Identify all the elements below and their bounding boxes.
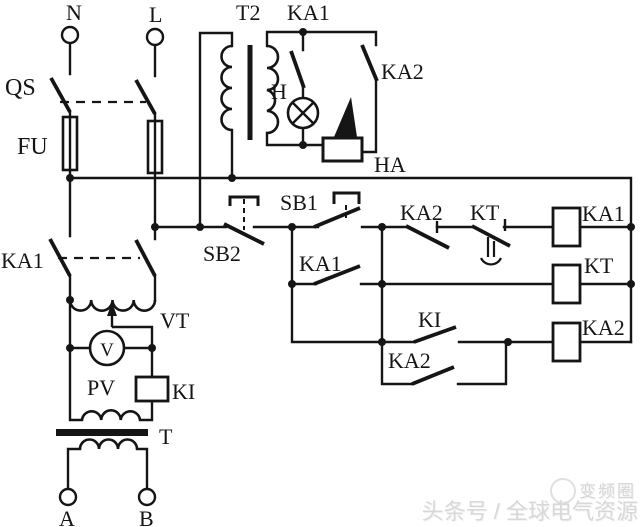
coil-ka1 — [551, 206, 582, 248]
contact-ka2-parallel — [411, 365, 455, 386]
sb1-blade — [313, 206, 361, 229]
t-core — [56, 429, 148, 436]
label-ka1-top: KA1 — [287, 0, 330, 25]
autotransformer-vt — [68, 299, 157, 327]
fuse-fu-left — [61, 115, 79, 172]
wire-alarm — [198, 30, 378, 229]
terminal-a — [58, 487, 78, 507]
label-ka1-coil: KA1 — [582, 201, 625, 226]
t-primary-coil — [80, 409, 142, 421]
lamp-h — [286, 96, 320, 130]
sb1-cap — [332, 191, 361, 204]
pv-letter: V — [100, 340, 114, 361]
kt-blade — [471, 224, 511, 248]
contact-ka1-hold — [313, 264, 361, 286]
qs-blade-left — [49, 77, 72, 113]
label-qs: QS — [5, 75, 36, 101]
label-sb2: SB2 — [203, 241, 241, 266]
terminal-n — [60, 25, 80, 45]
wire-power — [68, 41, 633, 344]
watermark-brand: 变频圈 — [579, 482, 636, 501]
label-ki-contact: KI — [418, 307, 441, 332]
t2-primary-coil — [220, 44, 233, 132]
contact-ka2-nc — [405, 221, 450, 250]
label-ka1-main: KA1 — [1, 248, 44, 273]
terminal-b — [137, 487, 157, 507]
label-kt-coil: KT — [584, 253, 614, 278]
label-ka2-parallel: KA2 — [388, 348, 431, 373]
label-a: A — [59, 506, 75, 527]
label-t2: T2 — [236, 0, 260, 25]
terminal-l — [145, 27, 165, 47]
label-b: B — [139, 506, 154, 527]
voltmeter-pv: V — [88, 329, 126, 367]
label-h: H — [271, 79, 287, 104]
label-pv: PV — [87, 375, 115, 400]
watermark-credit: 头条号 / 全球电气资源 — [421, 499, 638, 524]
t2-secondary-coil — [266, 44, 280, 135]
label-sb1: SB1 — [280, 190, 318, 215]
label-ki-coil: KI — [172, 379, 195, 404]
lamp-cross — [291, 101, 315, 125]
label-ka2-nc: KA2 — [400, 200, 443, 225]
coil-kt — [551, 263, 582, 305]
label-fu: FU — [17, 134, 48, 160]
watermark-logo — [550, 478, 576, 504]
ka2-nc-blade — [405, 224, 450, 250]
label-ha: HA — [374, 152, 406, 177]
junction-dots — [66, 28, 635, 352]
t2-core — [247, 45, 253, 140]
label-vt: VT — [160, 308, 190, 333]
label-ka1-hold: KA1 — [299, 251, 342, 276]
label-t: T — [159, 424, 173, 449]
horn-base — [321, 136, 364, 163]
contact-ka1-lamp — [289, 50, 306, 89]
contact-kt-delay — [471, 219, 511, 266]
t-secondary-coil — [78, 438, 139, 450]
transformer-t2 — [220, 44, 280, 140]
horn-ha — [321, 97, 364, 163]
pv-circle — [88, 329, 126, 367]
contact-ka2-horn — [360, 44, 379, 82]
wire-control — [153, 225, 633, 386]
fuse-fu-right — [146, 119, 164, 175]
ka1-main-blade-right — [134, 239, 157, 277]
coil-ki — [134, 375, 170, 403]
switch-qs — [49, 77, 157, 115]
pushbutton-sb1 — [313, 191, 361, 229]
transformer-t — [56, 409, 148, 450]
sb2-cap — [228, 195, 260, 206]
label-l: L — [149, 2, 162, 27]
vt-coil — [68, 299, 157, 312]
label-n: N — [66, 0, 82, 25]
sb2-blade — [223, 222, 265, 246]
qs-blade-right — [134, 79, 157, 115]
contact-ki — [413, 325, 457, 344]
horn-shape — [334, 97, 357, 137]
vt-wiper-arrow — [107, 302, 117, 316]
label-kt-nc: KT — [470, 200, 500, 225]
contact-ka1-main — [48, 238, 157, 277]
kt-delay-symbol — [480, 237, 502, 266]
pushbutton-sb2 — [223, 195, 265, 246]
label-ka2-coil: KA2 — [582, 315, 625, 340]
coil-ka2 — [551, 321, 582, 363]
label-ka2-top: KA2 — [381, 59, 424, 84]
